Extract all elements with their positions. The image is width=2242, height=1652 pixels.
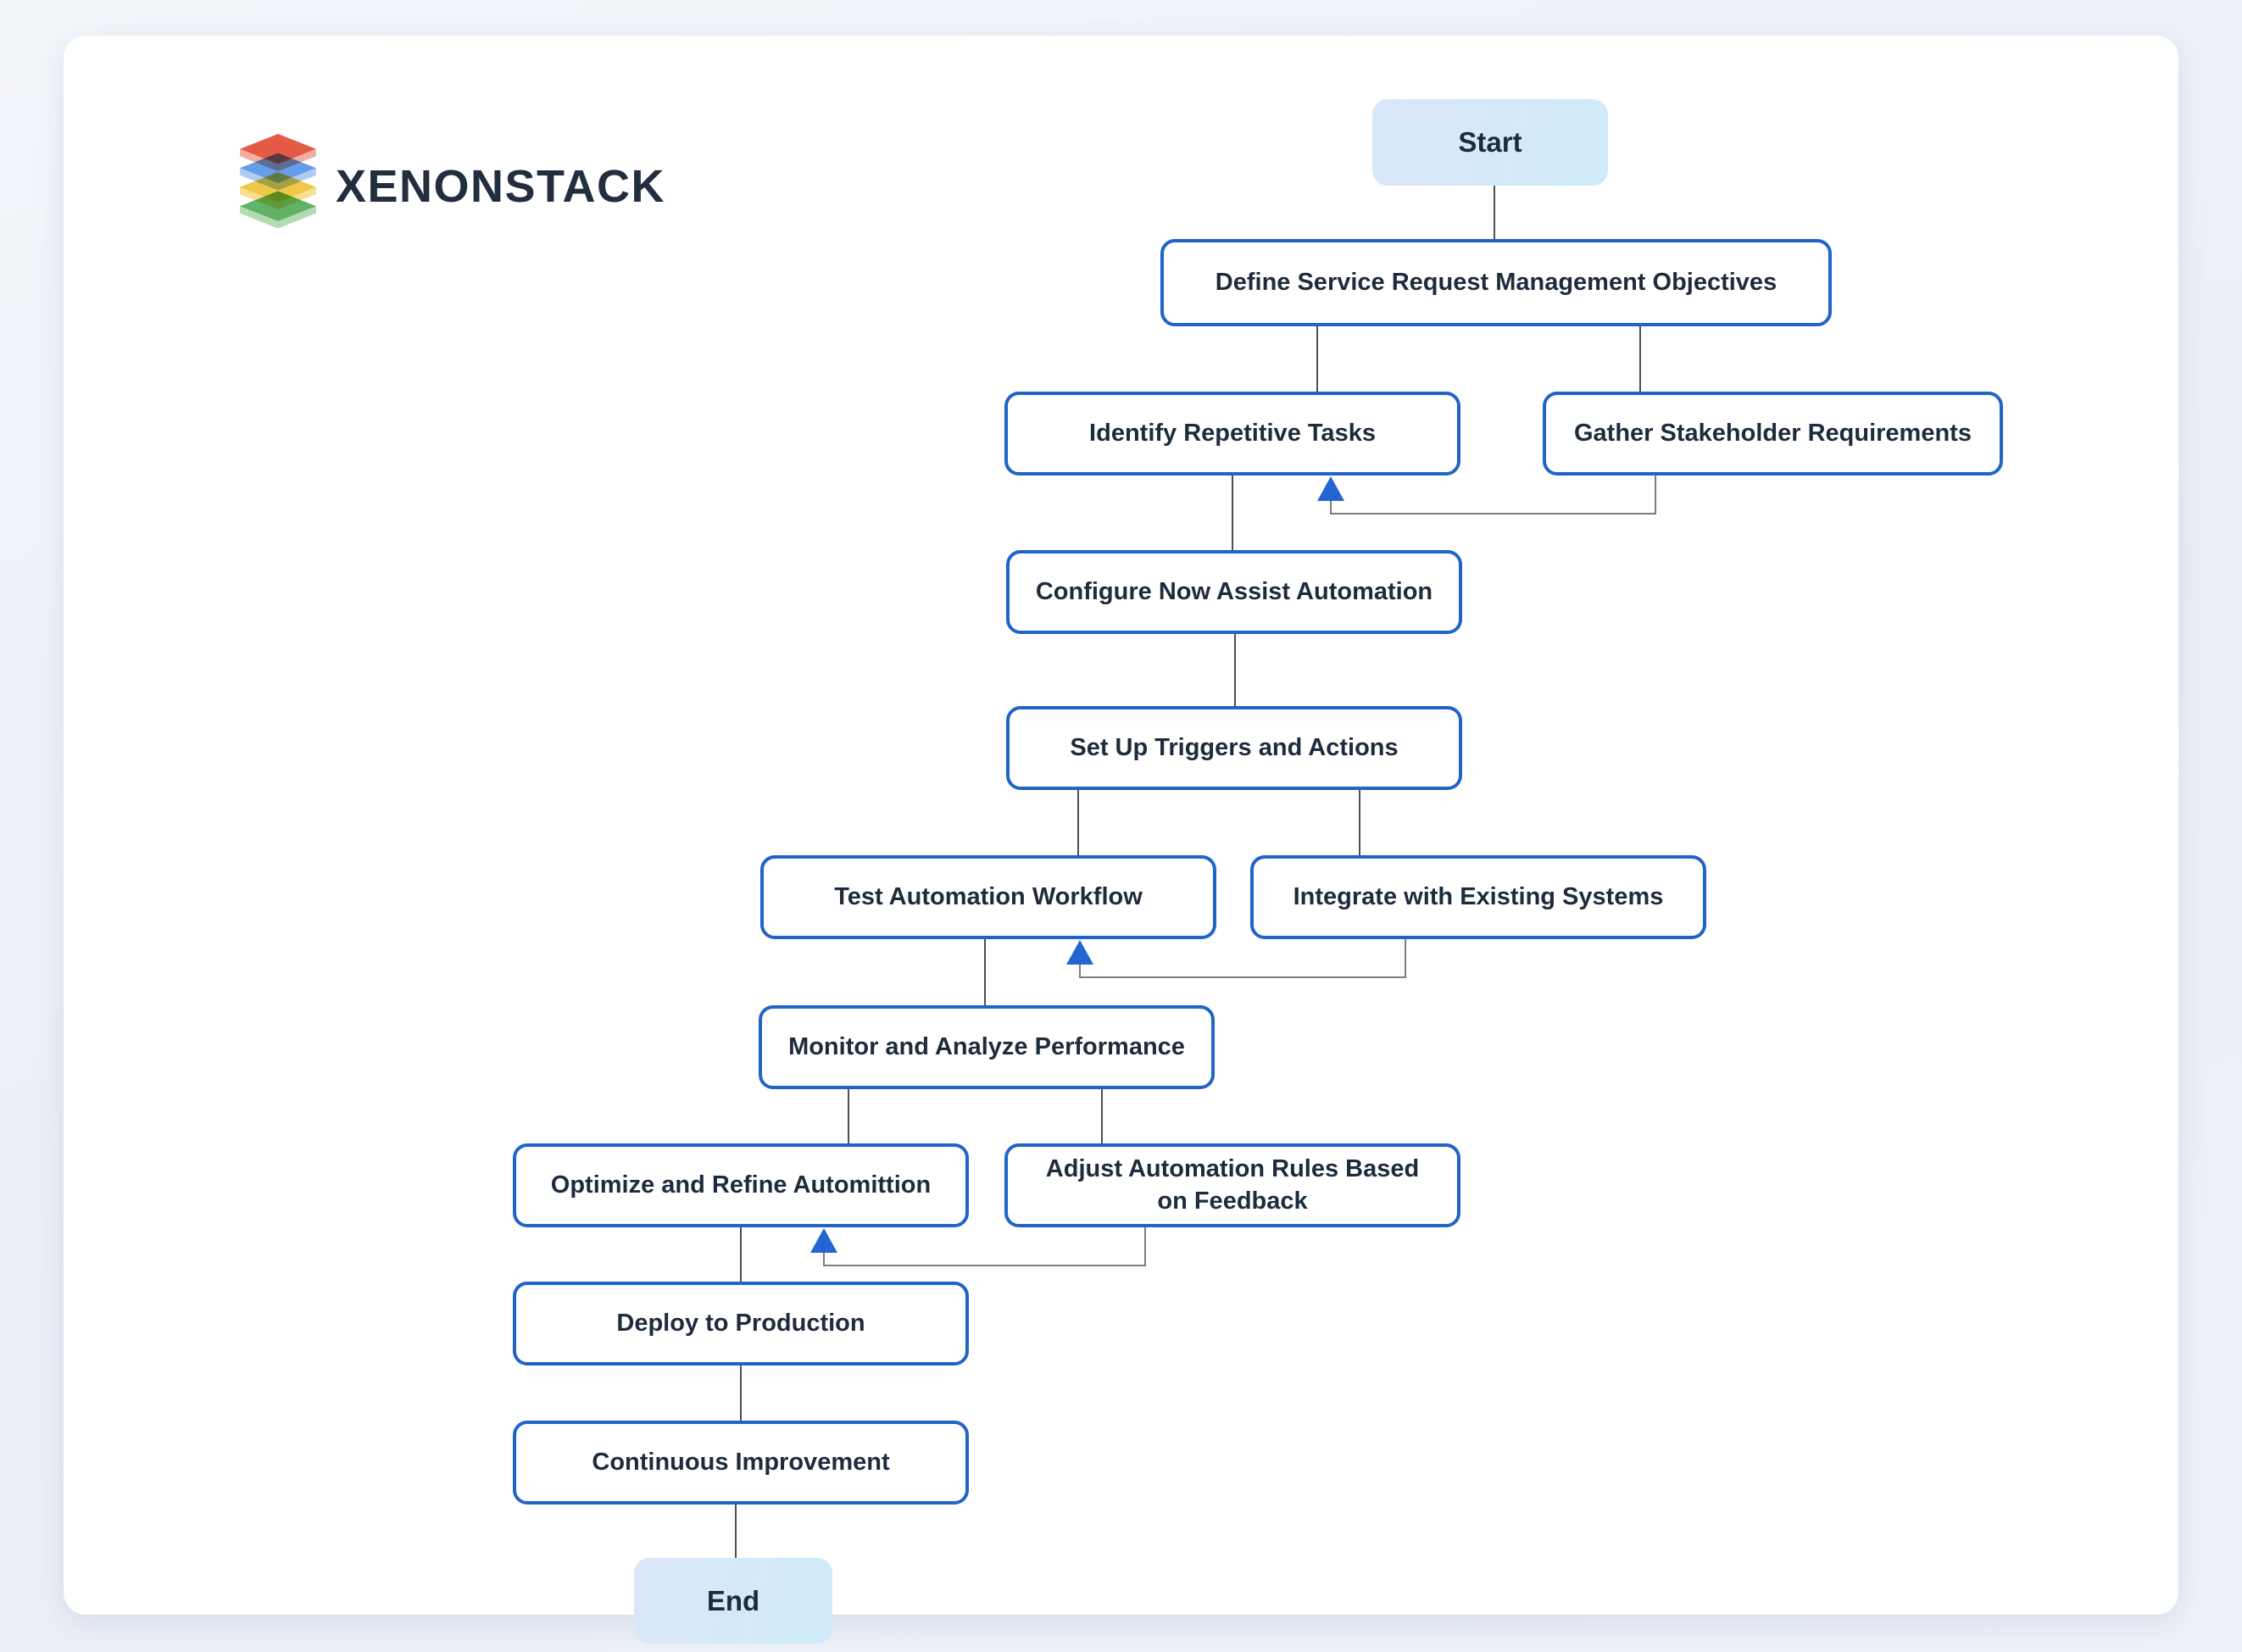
edge-define-identify [64, 36, 2178, 1615]
edge-start-define [64, 36, 2178, 1615]
arrow-up-icon [810, 1228, 837, 1253]
edge-adjust-optimize-horizontal [823, 1265, 1146, 1266]
edge-gather-identify-descender [1655, 476, 1656, 513]
edge-configure-setup-line [1234, 634, 1236, 706]
edge-adjust-optimize [64, 36, 2178, 1615]
flow-node-start-label: Start [1458, 126, 1522, 158]
edge-integrate-test [64, 36, 2178, 1615]
flow-node-identify: Identify Repetitive Tasks [1004, 392, 1460, 476]
flow-node-end: End [634, 1558, 832, 1644]
edge-gather-identify [64, 36, 2178, 1615]
edge-optimize-deploy-line [740, 1227, 742, 1282]
xenonstack-logo: XENONSTACK [237, 134, 665, 238]
edge-define-identify-line [1316, 326, 1318, 392]
flow-node-deploy: Deploy to Production [513, 1282, 969, 1366]
flow-node-monitor-label: Monitor and Analyze Performance [788, 1032, 1185, 1060]
flow-node-adjust-label: Adjust Automation Rules Based on Feedbac… [1045, 1155, 1420, 1215]
edge-deploy-continuous-line [740, 1366, 742, 1421]
flow-node-continuous: Continuous Improvement [513, 1421, 969, 1505]
xenonstack-logo-icon [237, 134, 319, 238]
edge-identify-configure [64, 36, 2178, 1615]
edge-define-gather [64, 36, 2178, 1615]
edge-monitor-optimize-line [848, 1089, 849, 1143]
edge-gather-identify-shaft [1330, 499, 1332, 513]
flow-node-configure-label: Configure Now Assist Automation [1035, 577, 1433, 605]
flow-node-identify-label: Identify Repetitive Tasks [1089, 419, 1376, 447]
flow-node-start: Start [1372, 99, 1608, 186]
xenonstack-logo-text: XENONSTACK [336, 160, 666, 212]
edge-integrate-test-descender [1405, 939, 1406, 976]
flow-node-end-label: End [706, 1584, 760, 1616]
edge-gather-identify-horizontal [1330, 513, 1656, 515]
flow-node-define-label: Define Service Request Management Object… [1215, 268, 1777, 296]
flow-node-deploy-label: Deploy to Production [616, 1309, 865, 1337]
flow-node-gather: Gather Stakeholder Requirements [1543, 392, 2003, 476]
arrow-up-icon [1066, 940, 1093, 965]
flow-node-test-label: Test Automation Workflow [834, 882, 1143, 910]
edge-test-monitor [64, 36, 2178, 1615]
edge-setup-integrate [64, 36, 2178, 1615]
flow-node-integrate-label: Integrate with Existing Systems [1293, 882, 1664, 910]
edge-optimize-deploy [64, 36, 2178, 1615]
edge-integrate-test-horizontal [1079, 976, 1406, 978]
arrow-up-icon [1317, 476, 1344, 501]
edge-identify-configure-line [1232, 476, 1233, 550]
flow-node-define: Define Service Request Management Object… [1160, 239, 1832, 326]
edge-integrate-test-shaft [1079, 963, 1081, 976]
flow-node-configure: Configure Now Assist Automation [1006, 550, 1462, 634]
edge-continuous-end [64, 36, 2178, 1615]
flow-node-integrate: Integrate with Existing Systems [1250, 855, 1706, 939]
flow-node-continuous-label: Continuous Improvement [592, 1448, 890, 1476]
flow-node-setup: Set Up Triggers and Actions [1006, 706, 1462, 790]
edge-adjust-optimize-shaft [823, 1251, 825, 1265]
flow-node-setup-label: Set Up Triggers and Actions [1070, 733, 1399, 761]
edge-monitor-adjust [64, 36, 2178, 1615]
edge-setup-test [64, 36, 2178, 1615]
edge-monitor-optimize [64, 36, 2178, 1615]
flow-node-monitor: Monitor and Analyze Performance [759, 1005, 1215, 1089]
edge-test-monitor-line [984, 939, 986, 1005]
edge-deploy-continuous [64, 36, 2178, 1615]
edge-monitor-adjust-line [1101, 1089, 1103, 1143]
edge-setup-integrate-line [1359, 790, 1360, 855]
flow-node-optimize-label: Optimize and Refine Automittion [550, 1171, 932, 1199]
edge-setup-test-line [1077, 790, 1079, 855]
flow-node-optimize: Optimize and Refine Automittion [513, 1143, 969, 1227]
flow-node-gather-label: Gather Stakeholder Requirements [1574, 419, 1972, 447]
flow-node-adjust: Adjust Automation Rules Based on Feedbac… [1004, 1143, 1460, 1227]
edge-configure-setup [64, 36, 2178, 1615]
edge-start-define-line [1494, 186, 1495, 239]
edge-adjust-optimize-descender [1144, 1227, 1146, 1265]
edge-define-gather-line [1639, 326, 1641, 392]
flow-node-test: Test Automation Workflow [760, 855, 1216, 939]
edge-continuous-end-line [735, 1505, 737, 1558]
